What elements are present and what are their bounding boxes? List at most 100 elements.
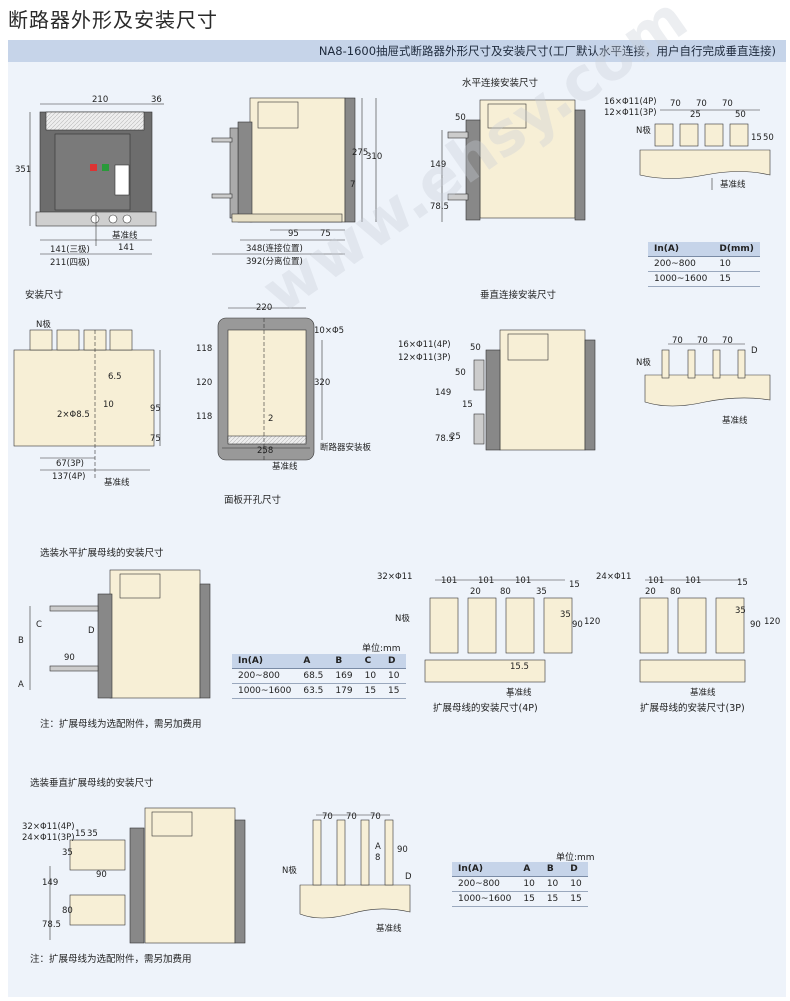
dim-hterm-50b: 50 (763, 133, 774, 143)
vbus-cell: 200~800 (452, 876, 518, 892)
vbus-cell: 15 (540, 891, 565, 907)
hbus-header: In(A) (232, 654, 298, 669)
dim-panel-258: 258 (257, 446, 274, 456)
title-banner: NA8-1600抽屉式断路器外形尺寸及安装尺寸(工厂默认水平连接，用户自行完成垂… (8, 40, 786, 62)
vbus-table-unit: 单位:mm (556, 853, 595, 863)
dim-b3-35: 35 (735, 606, 746, 616)
dim-panel-2: 2 (268, 414, 274, 424)
dim-vterm-70a: 70 (672, 336, 683, 346)
vertical-connection-side-view (473, 329, 596, 451)
dim-211-four-pole: 211(四极) (50, 258, 90, 268)
dim-b4-101b: 101 (478, 576, 495, 586)
dim-connected-position: 348(连接位置) (246, 244, 303, 254)
hbus-header: C (358, 654, 383, 669)
dim-panel-118a: 118 (196, 344, 213, 354)
n-pole-label-3: N极 (636, 358, 651, 368)
dim-optvt-70a: 70 (322, 812, 333, 822)
dim-b3-120: 120 (764, 617, 781, 627)
dim-hterm-15: 15 (751, 133, 762, 143)
n-pole-label-4: N极 (395, 614, 410, 624)
section-vertical-connection: 垂直连接安装尺寸 (480, 290, 557, 301)
dim-b3-90: 90 (750, 620, 761, 630)
dim-b3-15: 15 (737, 578, 748, 588)
dim-hterm-70c: 70 (722, 99, 733, 109)
dim-optvt-90: 90 (397, 845, 408, 855)
current-table-cell: 200~800 (648, 256, 714, 272)
dim-137-4p: 137(4P) (52, 472, 86, 482)
dim-b3-20: 20 (645, 587, 656, 597)
dim-b4-15-5: 15.5 (510, 662, 529, 672)
section-horizontal-connection: 水平连接安装尺寸 (462, 78, 539, 89)
hbus-cell: 169 (329, 668, 359, 684)
dim-b3-80: 80 (670, 587, 681, 597)
hbus-cell: 10 (382, 668, 406, 684)
dim-vside-50b: 50 (455, 368, 466, 378)
n-pole-label-2: N极 (36, 320, 51, 330)
panel-holes-10x5: 10×Φ5 (314, 326, 345, 336)
dim-optv-35b: 35 (62, 848, 73, 858)
dim-b3-101a: 101 (648, 576, 665, 586)
current-table: In(A) D(mm) 200~800 10 1000~1600 15 (648, 242, 760, 287)
dim-optvt-70c: 70 (370, 812, 381, 822)
hbus-cell: 63.5 (297, 683, 330, 699)
horizontal-terminal-view (639, 109, 771, 190)
dim-vside-78-5: 78.5 (435, 434, 454, 444)
dim-side-310: 310 (366, 152, 383, 162)
reference-line-2: 基准线 (720, 180, 746, 190)
horizontal-busbar-table: In(A) A B C D 200~800 68.5 169 10 10 100… (232, 654, 406, 699)
current-table-cell: 15 (713, 271, 760, 287)
vbus-cell: 15 (517, 891, 541, 907)
dim-optvt-70b: 70 (346, 812, 357, 822)
horizontal-connection-side-view (441, 99, 586, 222)
vertical-terminal-view (644, 343, 771, 407)
note-horizontal: 注：扩展母线为选配附件，需另加费用 (40, 719, 202, 730)
current-table-cell: 1000~1600 (648, 271, 714, 287)
vbus-cell: 10 (564, 876, 588, 892)
holes-16-4p: 16×Φ11(4P) (604, 97, 657, 107)
dim-mount-6-5: 6.5 (108, 372, 122, 382)
reference-line-6: 基准线 (506, 688, 532, 698)
vbus-holes-32-4p: 32×Φ11(4P) (22, 822, 75, 832)
dim-optvt-a: A (375, 842, 381, 852)
hbus-cell: 15 (358, 683, 383, 699)
busbar4p-holes: 32×Φ11 (377, 572, 413, 582)
dim-optv-78-5: 78.5 (42, 920, 61, 930)
section-optional-vertical-busbar: 选装垂直扩展母线的安装尺寸 (30, 778, 154, 789)
optional-vertical-terminal-view (299, 814, 411, 919)
side-view-breaker (211, 97, 377, 255)
dim-b4-20: 20 (470, 587, 481, 597)
hbus-cell: 179 (329, 683, 359, 699)
hbus-cell: 15 (382, 683, 406, 699)
dim-hterm-70a: 70 (670, 99, 681, 109)
vbus-holes-24-3p: 24×Φ11(3P) (22, 833, 75, 843)
section-mounting: 安装尺寸 (25, 290, 64, 301)
dim-panel-220: 220 (256, 303, 273, 313)
vbus-cell: 15 (564, 891, 588, 907)
dim-vside-50a: 50 (470, 343, 481, 353)
caption-busbar-3p: 扩展母线的安装尺寸(3P) (640, 703, 745, 714)
dim-opth-c: C (36, 620, 42, 630)
optional-horizontal-busbar-side-view (29, 569, 211, 699)
dim-side-7: 7 (350, 180, 356, 190)
note-vertical: 注：扩展母线为选配附件，需另加费用 (30, 954, 192, 965)
vholes-16-4p: 16×Φ11(4P) (398, 340, 451, 350)
dim-optv-149: 149 (42, 878, 59, 888)
dim-panel-320: 320 (314, 378, 331, 388)
hbus-cell: 1000~1600 (232, 683, 298, 699)
dim-front-height: 351 (15, 165, 32, 175)
dim-b4-90: 90 (572, 620, 583, 630)
dim-separated-position: 392(分离位置) (246, 257, 303, 267)
current-table-cell: 10 (713, 256, 760, 272)
dim-optv-90: 90 (96, 870, 107, 880)
vbus-header: B (540, 862, 565, 877)
reference-line-8: 基准线 (376, 924, 402, 934)
dim-optvt-d: D (405, 872, 412, 882)
hbus-cell: 200~800 (232, 668, 298, 684)
dim-vside-25: 25 (450, 432, 461, 442)
dim-side-95: 95 (288, 229, 299, 239)
dim-hside-50: 50 (455, 113, 466, 123)
dim-mount-95: 95 (150, 404, 161, 414)
dim-b4-80: 80 (500, 587, 511, 597)
dim-hterm-25: 25 (690, 110, 701, 120)
